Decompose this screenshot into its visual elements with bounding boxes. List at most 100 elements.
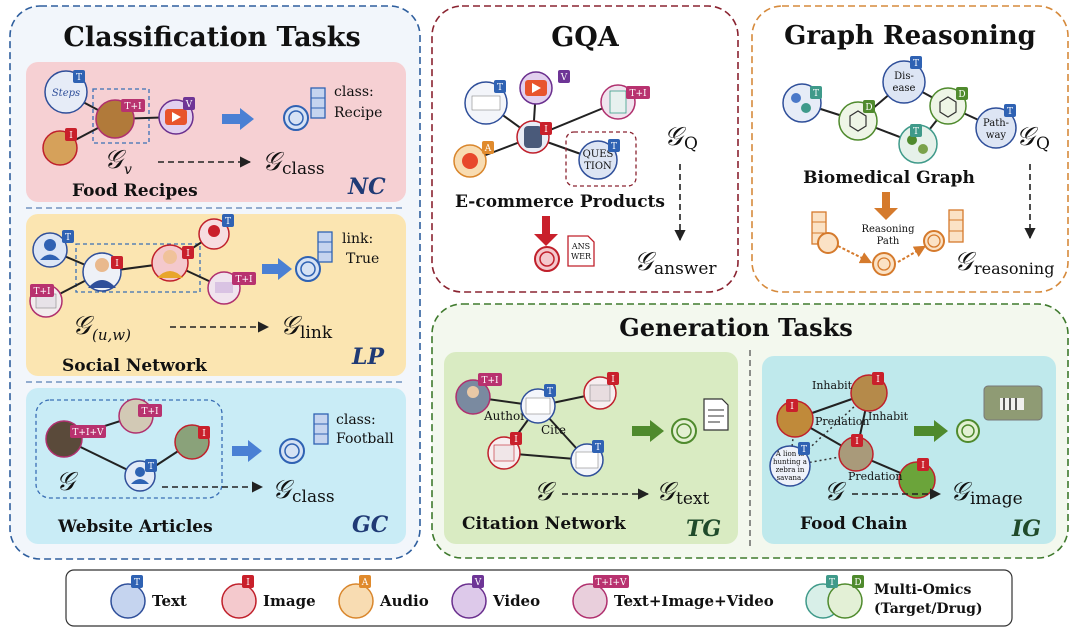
text-image-badge-label: T+I [141,407,159,417]
gc-subpanel: T+I+V T+I I T class: Football 𝒢 𝒢 class [26,388,406,544]
lion-caption-line-3: zebra in [776,466,805,474]
reasoning-start-node [817,232,839,254]
author-face-icon [467,386,479,398]
video-badge-letter: V [560,73,568,83]
text-badge-letter: T [801,445,807,455]
reasoning-path-edge [897,245,927,263]
audio-badge [359,575,371,588]
text-image-badge-label: T+I [124,102,142,112]
nc-class-value: Recipe [334,105,382,121]
image-badge-letter: I [115,259,119,269]
video-badge [472,575,484,588]
green-arrow [632,420,664,442]
protein-icon [907,135,917,145]
target-badge [826,575,838,588]
image-output-node-inner [961,424,975,438]
drug-swatch [827,583,863,619]
lion-caption-line-4: savana. [777,474,804,482]
listing-thumbnail [609,90,627,114]
image-badge-letter: I [876,375,880,385]
text-badge [910,56,922,69]
drug-badge-letter: D [865,103,872,113]
image-badge-letter: I [186,249,190,259]
reasoning-query-graph-sub: Q [1036,134,1050,154]
generation-title: Generation Tasks [619,313,852,342]
image-badge-letter: I [790,402,794,412]
red-down-arrow [534,216,558,246]
output-node [279,438,305,464]
class-vector-icon [310,87,326,119]
text-badge-label: T [134,578,140,588]
nc-subpanel: Steps T T+I I V class: Recipe 𝒢 v [26,62,406,202]
ig-background [762,356,1056,544]
text-badge [222,214,234,227]
graph-reasoning-caption: Biomedical Graph [803,168,975,188]
drug-badge [863,100,875,113]
molecule-icon [939,96,957,118]
tiv-badge-label: T+I+V [72,428,104,438]
answer-label-1: ANS [571,242,590,251]
generated-text-document-icon [703,398,729,431]
drug-badge [956,87,968,100]
target-badge-letter: T [913,127,919,137]
question-label-1: QUES [583,149,614,160]
nc-input-graph: 𝒢 [104,145,127,175]
image-badge [917,458,929,471]
tg-output-graph-sub: text [676,489,709,509]
tg-output-graph: 𝒢 [656,477,679,507]
text-image-badge-label: T+I [235,275,253,285]
reasoning-path-label-1: Reasoning [861,224,915,235]
audio-badge-letter: A [484,144,492,154]
text-badge [798,442,810,455]
profile-icon [208,225,220,237]
orange-down-arrow [874,192,898,220]
legend-item-omics: T D Multi-Omics (Target/Drug) [805,575,983,619]
lp-output-graph: 𝒢 [280,311,303,341]
text-image-badge-label: T+I [481,376,499,386]
reasoning-middle-node [872,252,896,276]
nc-output-graph-sub: class [282,159,325,179]
protein-icon [918,144,928,154]
image-badge-letter: I [202,429,206,439]
image-badge [786,399,798,412]
reasoning-output-graph-sub: reasoning [974,259,1054,278]
link-vector-icon [317,231,333,263]
ig-caption: Food Chain [800,514,907,534]
lp-code: LP [351,344,385,370]
nc-code: NC [347,174,386,200]
image-output-node [956,419,980,443]
question-box [565,131,637,187]
gqa-title: GQA [551,22,620,53]
drug-badge-letter: D [854,578,861,588]
zebra-silhouette [1000,398,1024,410]
woman-face-icon [163,250,177,264]
reasoning-path-edge [837,245,873,264]
video-swatch [451,583,487,619]
disease-label-2: ease [893,83,916,94]
text-badge [592,440,604,453]
play-triangle [532,83,541,93]
image-badge [242,575,254,588]
ig-code: IG [1011,516,1041,542]
text-image-video-badge-label: T+I+V [595,578,627,588]
classification-title: Classification Tasks [63,22,360,53]
disease-node [882,60,926,104]
lp-target-box [75,243,201,293]
legend: TTextIImageAAudioVVideoT+I+VText+Image+V… [65,569,1013,627]
user-body-icon [40,254,60,260]
graph-reasoning-panel: Graph Reasoning T D Dis- ease T D T Path… [751,5,1069,293]
figure-thumbnail [589,384,611,402]
image-badge [65,128,77,141]
image-badge [540,122,552,135]
text-badge [62,230,74,243]
answer-output-node-inner [539,251,555,267]
image-badge-letter: I [855,437,859,447]
reasoning-query-graph: 𝒢 [1016,122,1039,152]
question-node [578,140,618,180]
reasoning-output-graph: 𝒢 [954,247,977,277]
video-badge-letter: V [185,100,193,110]
gc-background [26,388,406,544]
